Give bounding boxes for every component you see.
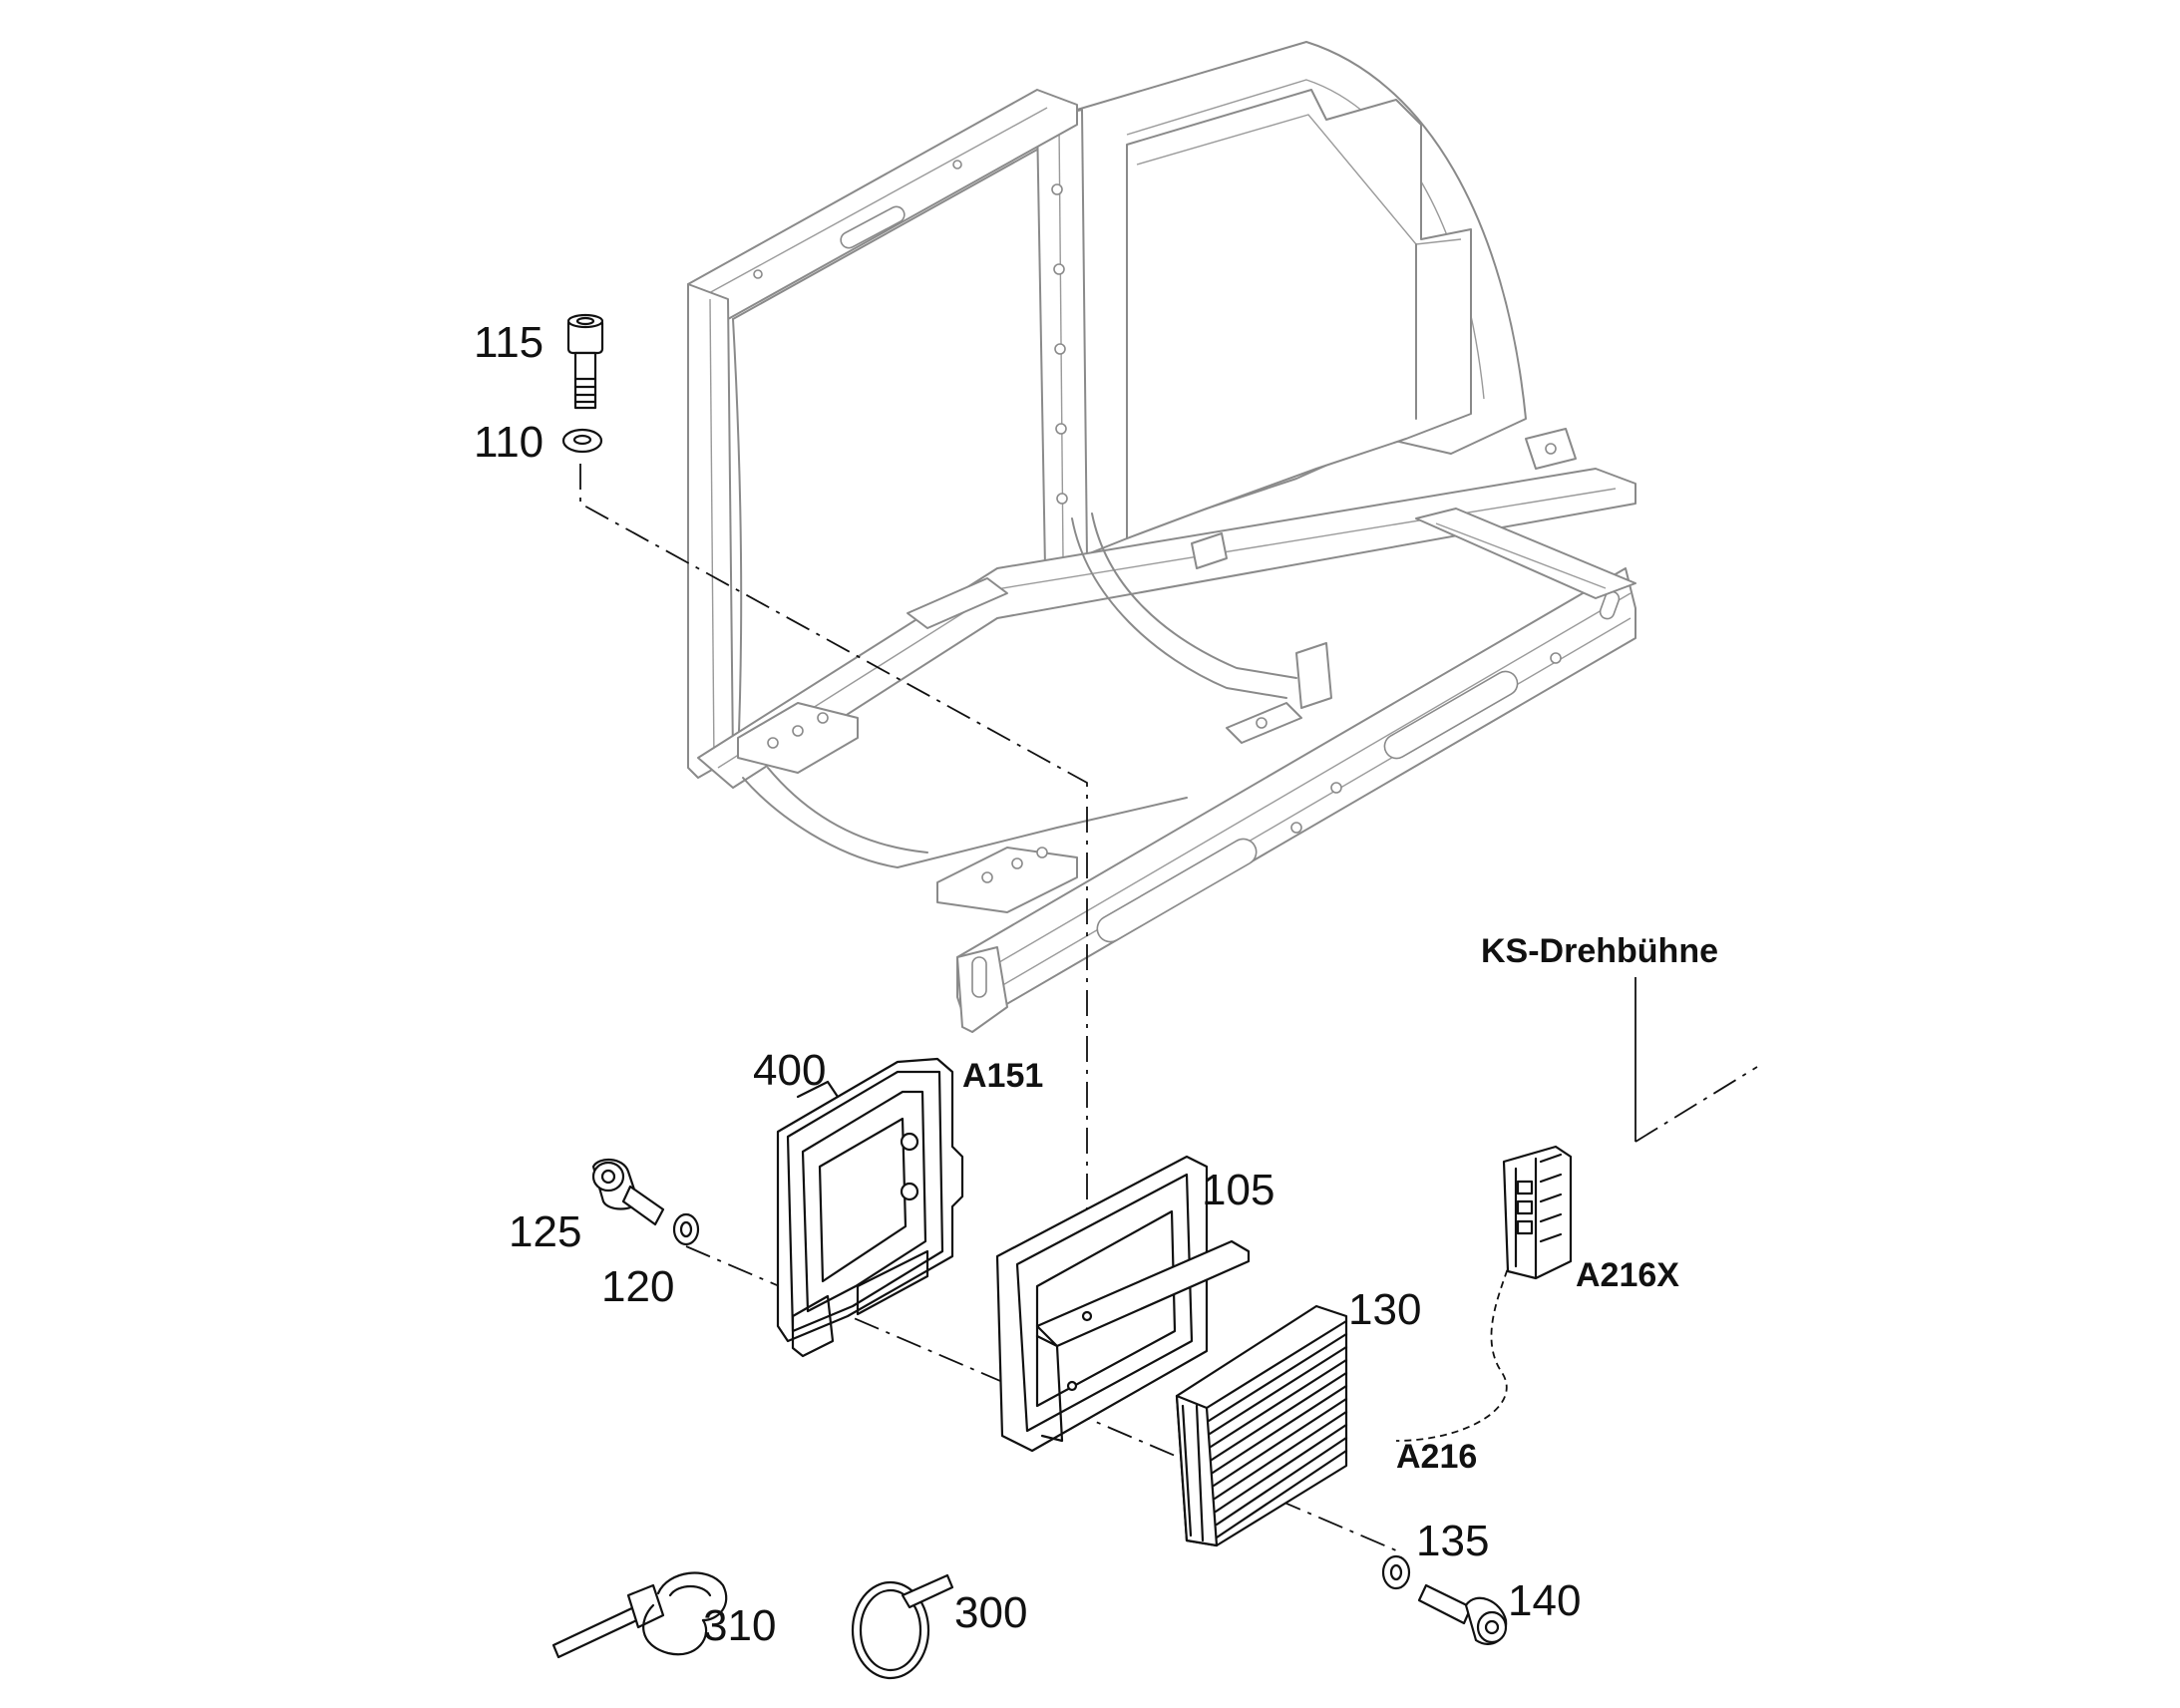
- screw-140-drawing: [1417, 1583, 1508, 1646]
- label-a216: A216: [1396, 1438, 1477, 1476]
- label-400: 400: [753, 1046, 826, 1095]
- washer-135-drawing: [1381, 1554, 1411, 1590]
- label-105: 105: [1202, 1166, 1274, 1214]
- label-110: 110: [474, 418, 544, 467]
- label-ks-drehbuehne: KS-Drehbühne: [1481, 932, 1718, 970]
- label-310: 310: [703, 1601, 776, 1650]
- label-115: 115: [474, 318, 544, 367]
- connector-a216x-drawing: [1502, 1145, 1573, 1280]
- controller-400-drawing: [776, 1057, 964, 1358]
- label-135: 135: [1416, 1517, 1489, 1565]
- support-frame: [687, 41, 1636, 1033]
- label-125: 125: [509, 1207, 581, 1256]
- label-140: 140: [1508, 1576, 1581, 1625]
- assembly-line-top: [579, 464, 1088, 1306]
- bracket-105-drawing: [995, 1155, 1251, 1453]
- washer-120-drawing: [672, 1212, 700, 1246]
- label-a216x: A216X: [1576, 1256, 1679, 1294]
- cable-tie-clip-310-drawing: [551, 1571, 728, 1659]
- assembly-line-connector: [1635, 1066, 1758, 1143]
- cable-tie-300-drawing: [851, 1573, 954, 1680]
- washer-110-drawing: [561, 428, 603, 454]
- label-300: 300: [954, 1588, 1027, 1637]
- label-120: 120: [601, 1262, 674, 1311]
- heatsink-module-130-drawing: [1175, 1304, 1348, 1547]
- label-a151: A151: [962, 1057, 1043, 1095]
- label-130: 130: [1348, 1285, 1421, 1334]
- screw-125-drawing: [591, 1159, 665, 1226]
- screw-115-drawing: [566, 313, 604, 410]
